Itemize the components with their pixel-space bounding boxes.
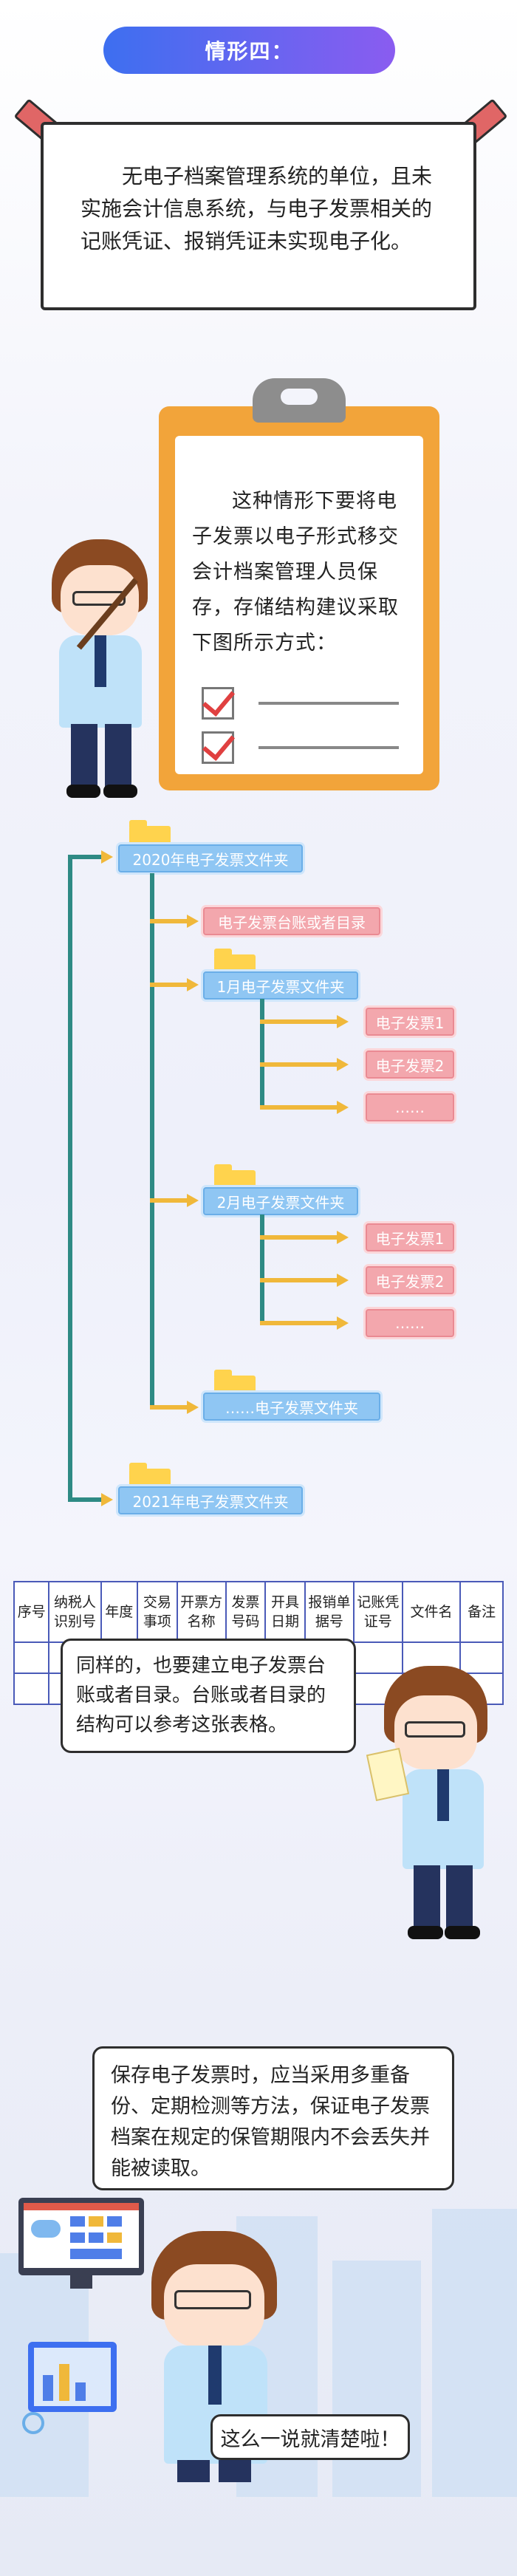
tree-node-root: 2020年电子发票文件夹: [118, 844, 303, 872]
tree-node-next-year: 2021年电子发票文件夹: [118, 1486, 303, 1514]
table-header-cell: 开票方名称: [176, 1581, 227, 1643]
clipboard-text: 这种情形下要将电子发票以电子形式移交会计档案管理人员保存，存储结构建议采取下图所…: [192, 490, 399, 655]
table-header-cell: 开具日期: [264, 1581, 306, 1643]
tree-node-ledger: 电子发票台账或者目录: [203, 907, 380, 935]
table-header-cell: 发票号码: [225, 1581, 267, 1643]
tree-node-invoice-more: ……: [366, 1093, 454, 1121]
tree-node-month1: 1月电子发票文件夹: [203, 971, 358, 1000]
tree-node-invoice: 电子发票1: [366, 1008, 454, 1036]
storage-note-bubble: 保存电子发票时，应当采用多重备份、定期检测等方法，保证电子发票档案在规定的保管期…: [92, 2046, 454, 2190]
cloud-icon: [31, 2220, 61, 2238]
table-header-cell: 纳税人识别号: [48, 1581, 102, 1643]
table-header-cell: 文件名: [401, 1581, 462, 1643]
tree-node-invoice-more: ……: [366, 1309, 454, 1337]
clipboard: [159, 406, 439, 790]
table-header-cell: 报销单据号: [304, 1581, 355, 1643]
table-header-cell: 交易事项: [137, 1581, 178, 1643]
tree-node-invoice: 电子发票1: [366, 1223, 454, 1251]
tree-node-more: ……电子发票文件夹: [203, 1393, 380, 1421]
checkbox-icon: [202, 682, 236, 720]
tree-node-invoice: 电子发票2: [366, 1050, 454, 1079]
ledger-note-bubble: 同样的，也要建立电子发票台账或者目录。台账或者目录的结构可以参考这张表格。: [61, 1639, 356, 1753]
tree-node-month2: 2月电子发票文件夹: [203, 1187, 358, 1215]
table-header-row: 序号 纳税人识别号 年度 交易事项 开票方名称 发票号码 开具日期 报销单据号 …: [13, 1581, 504, 1643]
closing-bubble: 这么一说就清楚啦！: [210, 2414, 410, 2460]
clipboard-clip-icon: [253, 378, 346, 423]
table-header-cell: 序号: [13, 1581, 50, 1643]
gear-icon: [22, 2412, 44, 2434]
tree-node-invoice: 电子发票2: [366, 1266, 454, 1294]
checkbox-icon: [202, 726, 236, 764]
table-header-cell: 记账凭证号: [352, 1581, 403, 1643]
table-header-cell: 年度: [100, 1581, 139, 1643]
table-header-cell: 备注: [459, 1581, 504, 1643]
line-decoration: [258, 746, 399, 749]
section-title: 情形四：: [103, 27, 395, 74]
line-decoration: [258, 702, 399, 705]
intro-note: 无电子档案管理系统的单位，且未实施会计信息系统，与电子发票相关的记账凭证、报销凭…: [41, 122, 476, 310]
